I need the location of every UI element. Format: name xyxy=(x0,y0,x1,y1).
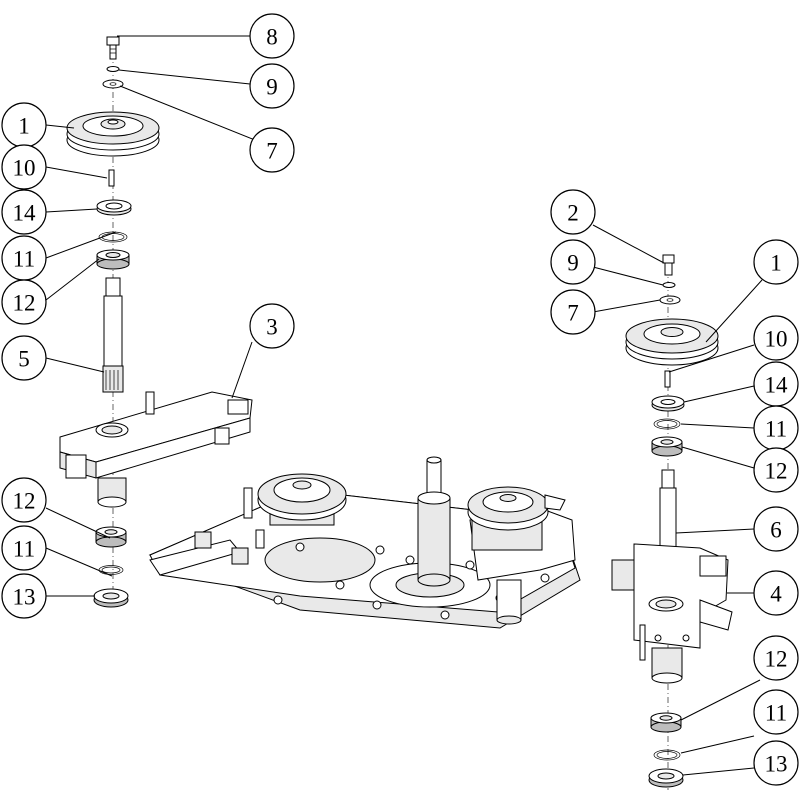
right-lower-snap-ring-part xyxy=(653,749,681,761)
center-deck-assembly xyxy=(148,456,581,629)
callout-12: 12 xyxy=(1,279,47,325)
callout-6-right-label: 6 xyxy=(770,518,782,543)
callout-12-lower: 12 xyxy=(1,477,47,523)
right-key-part xyxy=(664,370,671,388)
callout-4-right: 4 xyxy=(753,570,799,616)
callout-13: 13 xyxy=(1,573,47,619)
callout-12-right-lower-label: 12 xyxy=(765,647,788,672)
callout-2-right-label: 2 xyxy=(567,201,579,226)
callout-10-label: 10 xyxy=(13,156,36,181)
seal-part xyxy=(96,199,132,216)
lower-snap-ring-part xyxy=(98,565,124,575)
callout-5-label: 5 xyxy=(18,347,30,372)
right-flat-washer-part xyxy=(659,295,681,305)
pulley-part xyxy=(66,111,160,157)
callout-3: 3 xyxy=(249,303,295,349)
right-lower-bearing-part xyxy=(650,712,682,733)
callout-10: 10 xyxy=(1,144,47,190)
right-lock-washer-part xyxy=(662,282,676,288)
bolt-part xyxy=(106,36,120,60)
right-snap-ring-part xyxy=(653,418,681,430)
callout-9: 9 xyxy=(249,63,295,109)
callout-12-label: 12 xyxy=(13,291,36,316)
callout-9-right: 9 xyxy=(550,239,596,285)
callout-13-right: 13 xyxy=(753,740,799,786)
callouts: 8 9 7 1 10 14 11 12 5 3 12 11 13 2 9 7 1… xyxy=(1,13,799,786)
center-left-pulley-part xyxy=(257,473,347,526)
callout-13-label: 13 xyxy=(13,585,36,610)
callout-12-right: 12 xyxy=(753,447,799,493)
callout-14-label: 14 xyxy=(13,201,37,226)
callout-4-right-label: 4 xyxy=(770,582,782,607)
callout-1-right: 1 xyxy=(753,239,799,285)
left-spindle-assembly xyxy=(59,36,253,608)
callout-11-right-lower: 11 xyxy=(753,689,799,735)
right-spindle-assembly xyxy=(611,254,733,790)
callout-12-lower-label: 12 xyxy=(13,489,36,514)
gear-housing-part xyxy=(59,391,253,508)
callout-10-right-label: 10 xyxy=(765,327,788,352)
callout-11: 11 xyxy=(1,235,47,281)
right-housing-part xyxy=(611,543,733,684)
callout-9-right-label: 9 xyxy=(567,251,579,276)
lock-washer-part xyxy=(106,66,120,72)
right-bearing-part xyxy=(651,436,683,457)
callout-8-label: 8 xyxy=(266,25,278,50)
right-bolt-part xyxy=(662,254,675,276)
callout-14: 14 xyxy=(1,189,47,235)
center-shaft-part xyxy=(417,456,451,587)
callout-14-right-label: 14 xyxy=(765,373,789,398)
key-part xyxy=(108,169,115,187)
bearing-part xyxy=(96,249,130,270)
callout-10-right: 10 xyxy=(753,315,799,361)
lower-seal-part xyxy=(93,588,129,608)
callout-7-right-label: 7 xyxy=(567,301,579,326)
callout-11-right: 11 xyxy=(753,405,799,451)
callout-3-label: 3 xyxy=(266,315,278,340)
callout-11-lower: 11 xyxy=(1,525,47,571)
leader-lines xyxy=(45,35,763,776)
callout-7-right: 7 xyxy=(550,289,596,335)
callout-5: 5 xyxy=(1,335,47,381)
lower-bearing-part xyxy=(95,526,127,548)
callout-11-label: 11 xyxy=(13,247,35,272)
right-pulley-part xyxy=(625,318,719,366)
callout-11-lower-label: 11 xyxy=(13,537,35,562)
callout-12-right-label: 12 xyxy=(765,459,788,484)
callout-11-right-label: 11 xyxy=(765,417,787,442)
callout-6-right: 6 xyxy=(753,506,799,552)
callout-1-label: 1 xyxy=(18,114,30,139)
callout-12-right-lower: 12 xyxy=(753,635,799,681)
callout-1-right-label: 1 xyxy=(770,251,782,276)
callout-11-right-lower-label: 11 xyxy=(765,701,787,726)
callout-8: 8 xyxy=(249,13,295,59)
callout-7-label: 7 xyxy=(266,139,278,164)
spindle-shaft-part xyxy=(102,277,124,393)
flat-washer-part xyxy=(102,79,124,89)
callout-1: 1 xyxy=(1,102,47,148)
right-lower-seal-part xyxy=(648,768,684,788)
callout-14-right: 14 xyxy=(753,361,799,407)
callout-9-label: 9 xyxy=(266,75,278,100)
right-seal-part xyxy=(651,395,685,412)
center-right-pulley-part xyxy=(467,486,576,625)
callout-2-right: 2 xyxy=(550,189,596,235)
callout-13-right-label: 13 xyxy=(765,752,788,777)
callout-7: 7 xyxy=(249,127,295,173)
